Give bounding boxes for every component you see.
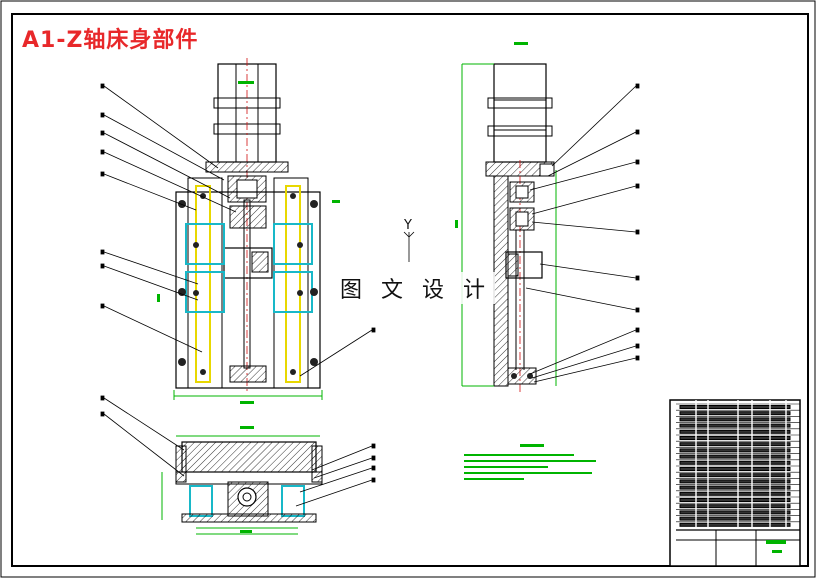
right-rail <box>285 185 301 383</box>
left-rail <box>195 185 211 383</box>
base-plate <box>175 191 321 389</box>
bolt-holes <box>178 193 318 375</box>
slider-block <box>273 223 313 265</box>
side-plate <box>493 175 509 387</box>
slider-block <box>185 223 225 265</box>
table-top <box>181 441 317 473</box>
technical-notes <box>464 444 596 480</box>
watermark: 图 文 设 计 <box>336 272 495 304</box>
side-view <box>455 42 640 392</box>
motor-flange <box>205 161 289 173</box>
title-block <box>669 399 801 567</box>
front-view <box>100 58 376 404</box>
y-axis-label: Y <box>404 218 412 233</box>
section-view <box>100 395 376 535</box>
inner-border <box>11 13 809 567</box>
drawing-title: A1-Z轴床身部件 <box>22 28 199 53</box>
